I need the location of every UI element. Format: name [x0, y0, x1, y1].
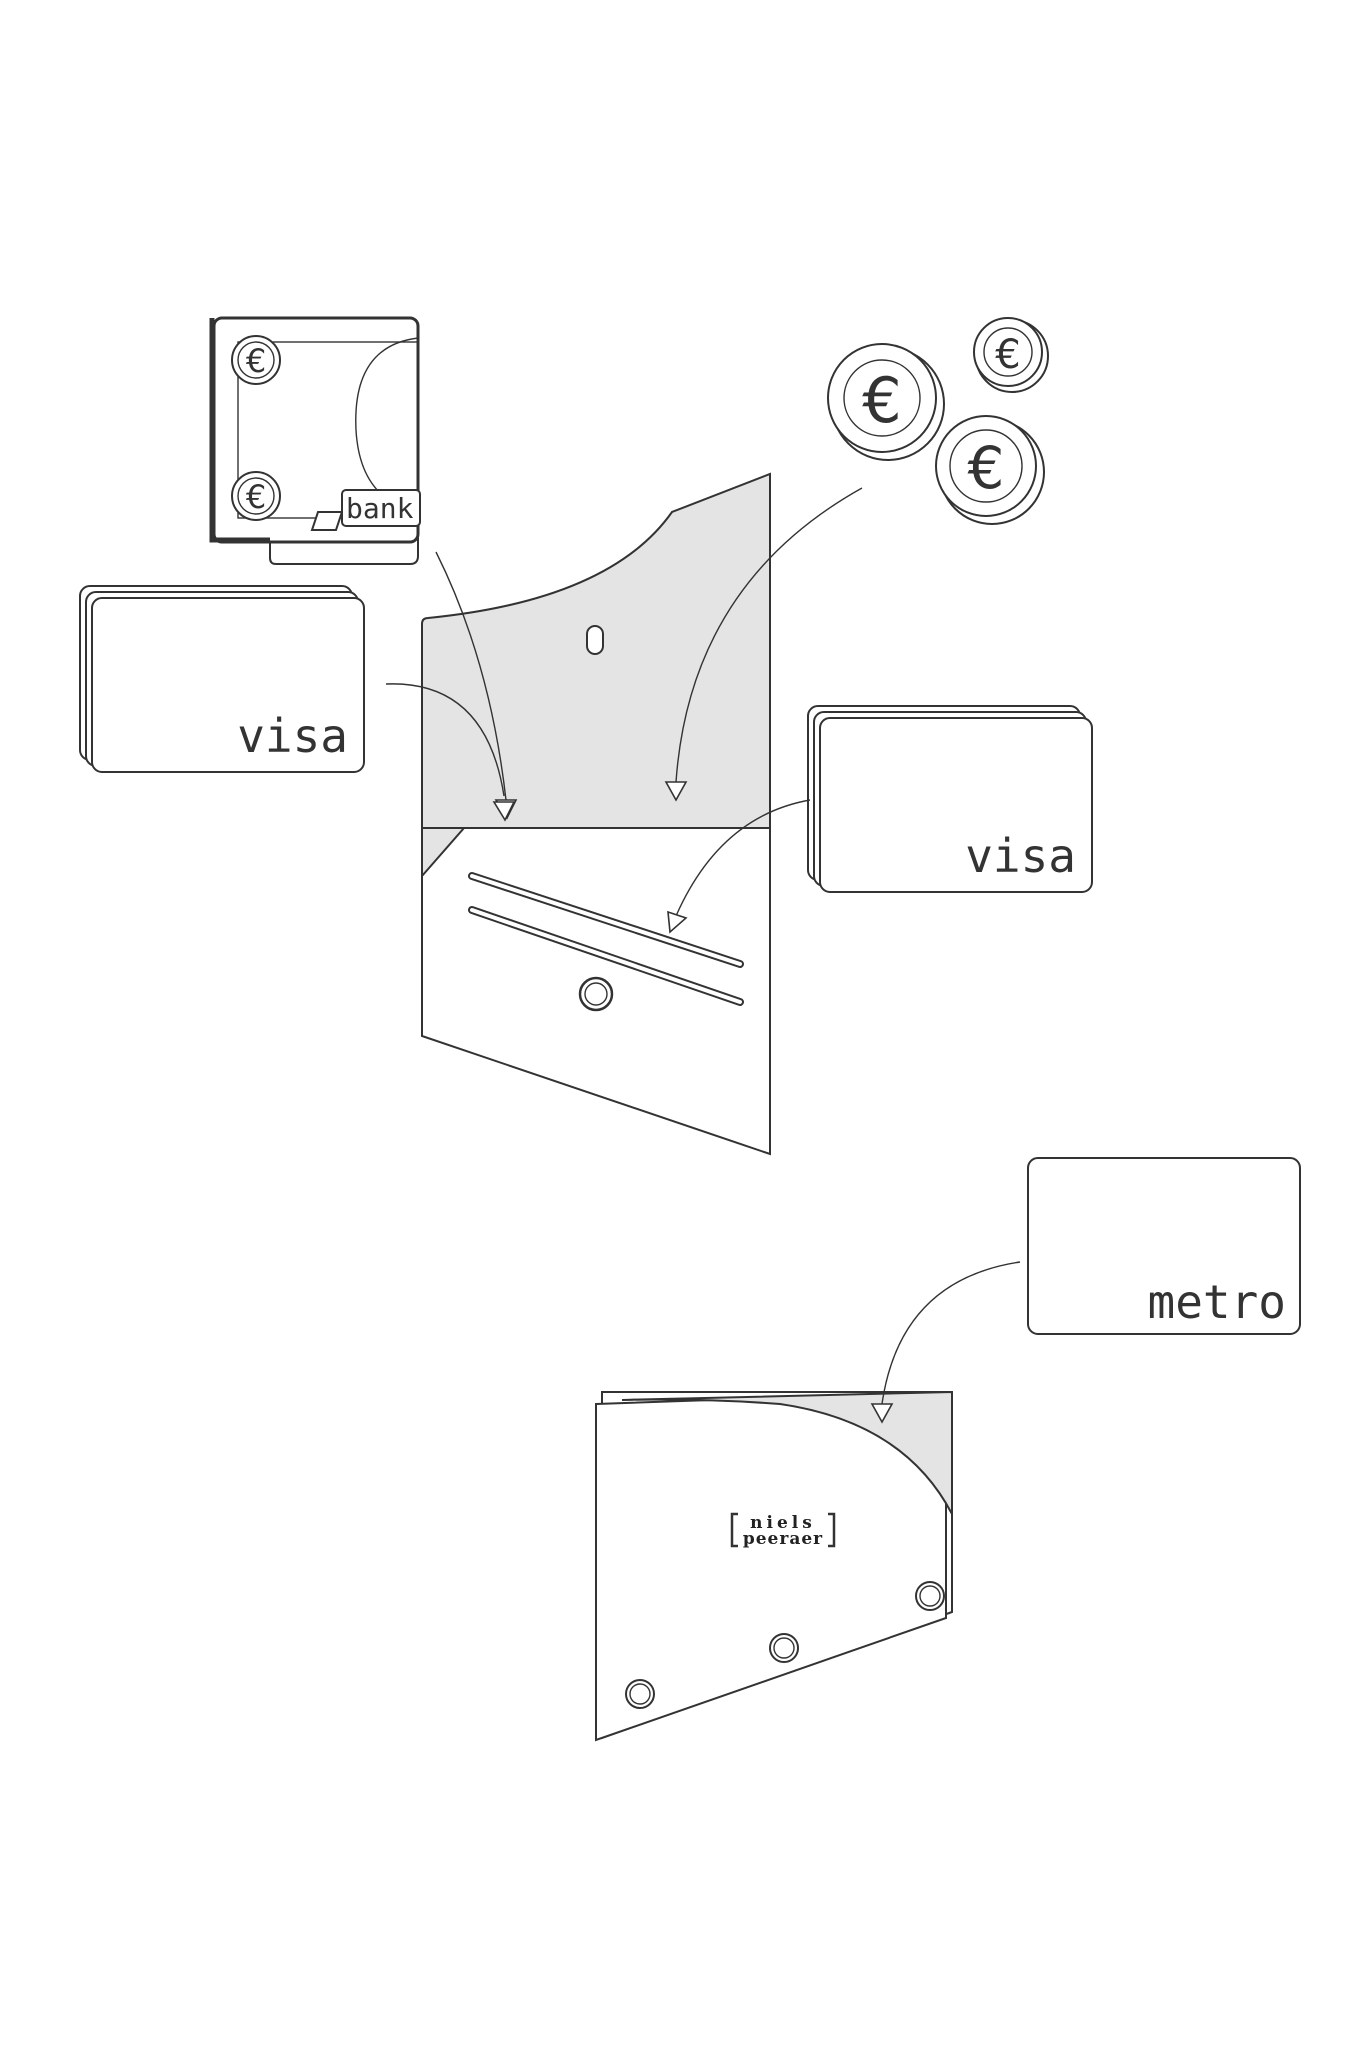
- open-wallet: [421, 472, 771, 1156]
- svg-text:€: €: [246, 342, 266, 380]
- snap-button: [625, 1679, 655, 1709]
- metro-card: metro: [1027, 1157, 1301, 1335]
- svg-text:€: €: [968, 434, 1005, 502]
- svg-text:€: €: [246, 478, 266, 516]
- euro-icon: €: [231, 471, 281, 521]
- arrow-card-to-slot: [667, 799, 811, 934]
- bank-label: bank: [346, 492, 414, 525]
- visa-label-right: visa: [965, 829, 1076, 883]
- svg-text:€: €: [862, 364, 901, 437]
- arrow-coins-to-wallet: [664, 487, 863, 802]
- euro-coin-small: €: [973, 317, 1049, 393]
- brand-logo: niels peeraer: [730, 1512, 836, 1549]
- coins: € € €: [827, 317, 1049, 525]
- banknote-bundle: € € bank: [209, 316, 421, 565]
- snap-button: [915, 1581, 945, 1611]
- svg-text:€: €: [995, 332, 1020, 378]
- visa-card-stack-left: visa: [79, 585, 365, 773]
- euro-coin-large: €: [827, 343, 945, 461]
- svg-text:niels: niels: [750, 1513, 816, 1533]
- svg-text:peeraer: peeraer: [743, 1529, 823, 1549]
- snap-button: [769, 1633, 799, 1663]
- closed-wallet: niels peeraer: [595, 1390, 953, 1742]
- euro-icon: €: [231, 335, 281, 385]
- euro-coin-medium: €: [935, 415, 1045, 525]
- arrow-card-to-wallet: [385, 683, 516, 822]
- visa-card-stack-right: visa: [807, 705, 1093, 893]
- visa-label-left: visa: [237, 709, 348, 763]
- metro-label: metro: [1148, 1275, 1286, 1329]
- arrow-metro-to-wallet: [870, 1261, 1021, 1424]
